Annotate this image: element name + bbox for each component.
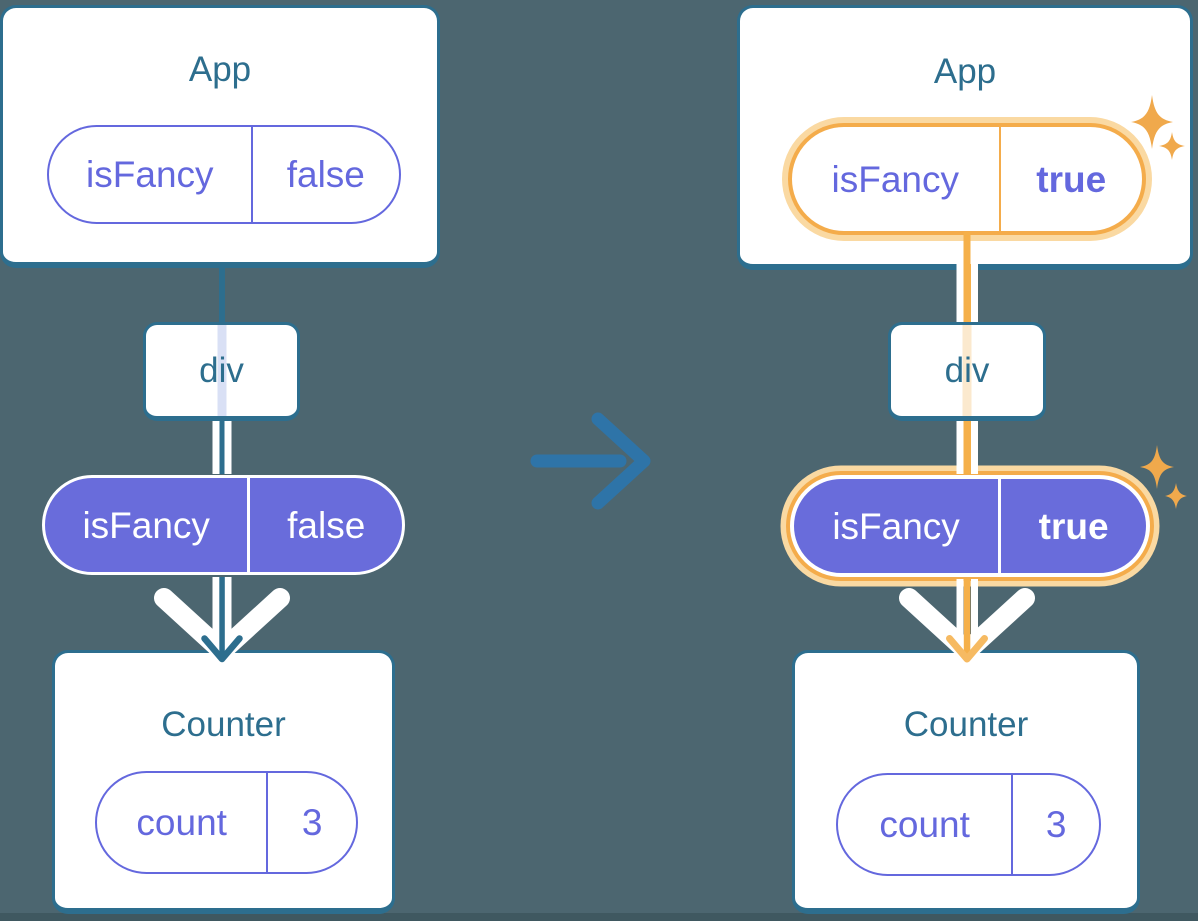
pass-line-white — [224, 577, 232, 643]
prop-pill-isfancy-highlighted: isFancy true — [788, 123, 1146, 235]
connector-div-to-pill-right — [963, 421, 971, 474]
state-name: count — [136, 802, 227, 843]
div-card-right: div — [888, 322, 1046, 421]
app-card-right: App isFancy true — [737, 5, 1193, 270]
div-card-left: div — [143, 322, 300, 421]
sparkle-icon — [1165, 483, 1187, 509]
state-pill-count: count 3 — [95, 771, 358, 874]
state-value: true — [998, 479, 1146, 573]
chevron-down-icon — [899, 588, 1035, 661]
app-card-left: App isFancy false — [0, 5, 440, 268]
connector-div-to-pill-left — [219, 421, 225, 474]
prop-name: isFancy — [86, 154, 214, 195]
pass-line-white — [212, 421, 220, 474]
pass-line-white — [212, 577, 220, 643]
state-name: isFancy — [82, 504, 210, 546]
counter-card-left: Counter count 3 — [52, 650, 395, 914]
counter-title: Counter — [903, 705, 1029, 744]
prop-value: false — [250, 127, 399, 222]
pass-through-line — [962, 325, 972, 416]
state-value: 3 — [266, 773, 356, 872]
div-title: div — [199, 351, 244, 390]
state-value: 3 — [1011, 775, 1099, 874]
connector-app-to-div-left — [219, 264, 225, 324]
pass-line-white — [956, 264, 964, 322]
pass-line-white — [971, 421, 978, 474]
counter-card-right: Counter count 3 — [792, 650, 1140, 914]
arrow-right-icon — [530, 412, 651, 510]
app-title: App — [933, 52, 997, 91]
pass-line-white — [971, 579, 978, 643]
state-pill-count: count 3 — [836, 773, 1101, 876]
connector-app-to-div-right — [963, 264, 971, 322]
connector-pill-to-counter-right — [963, 579, 971, 656]
pass-line-white — [956, 579, 964, 643]
counter-title: Counter — [161, 705, 286, 744]
state-name: count — [879, 804, 970, 845]
pass-line-white — [224, 421, 232, 474]
prop-name: isFancy — [831, 158, 959, 200]
state-pill-isfancy-left: isFancy false — [42, 475, 405, 575]
state-pill-isfancy-right-highlighted: isFancy true — [790, 475, 1150, 577]
chevron-down-icon — [154, 588, 290, 661]
state-value: false — [247, 478, 402, 572]
connector-pill-to-counter-left — [219, 577, 225, 656]
pass-line-white — [956, 421, 964, 474]
prop-pill-isfancy: isFancy false — [47, 125, 401, 224]
app-title: App — [188, 50, 252, 89]
pass-through-line — [217, 325, 226, 416]
pass-line-white — [971, 264, 978, 322]
state-name: isFancy — [832, 505, 960, 547]
div-title: div — [944, 351, 990, 390]
prop-value: true — [998, 127, 1143, 231]
bottom-edge-strip — [0, 913, 1198, 921]
